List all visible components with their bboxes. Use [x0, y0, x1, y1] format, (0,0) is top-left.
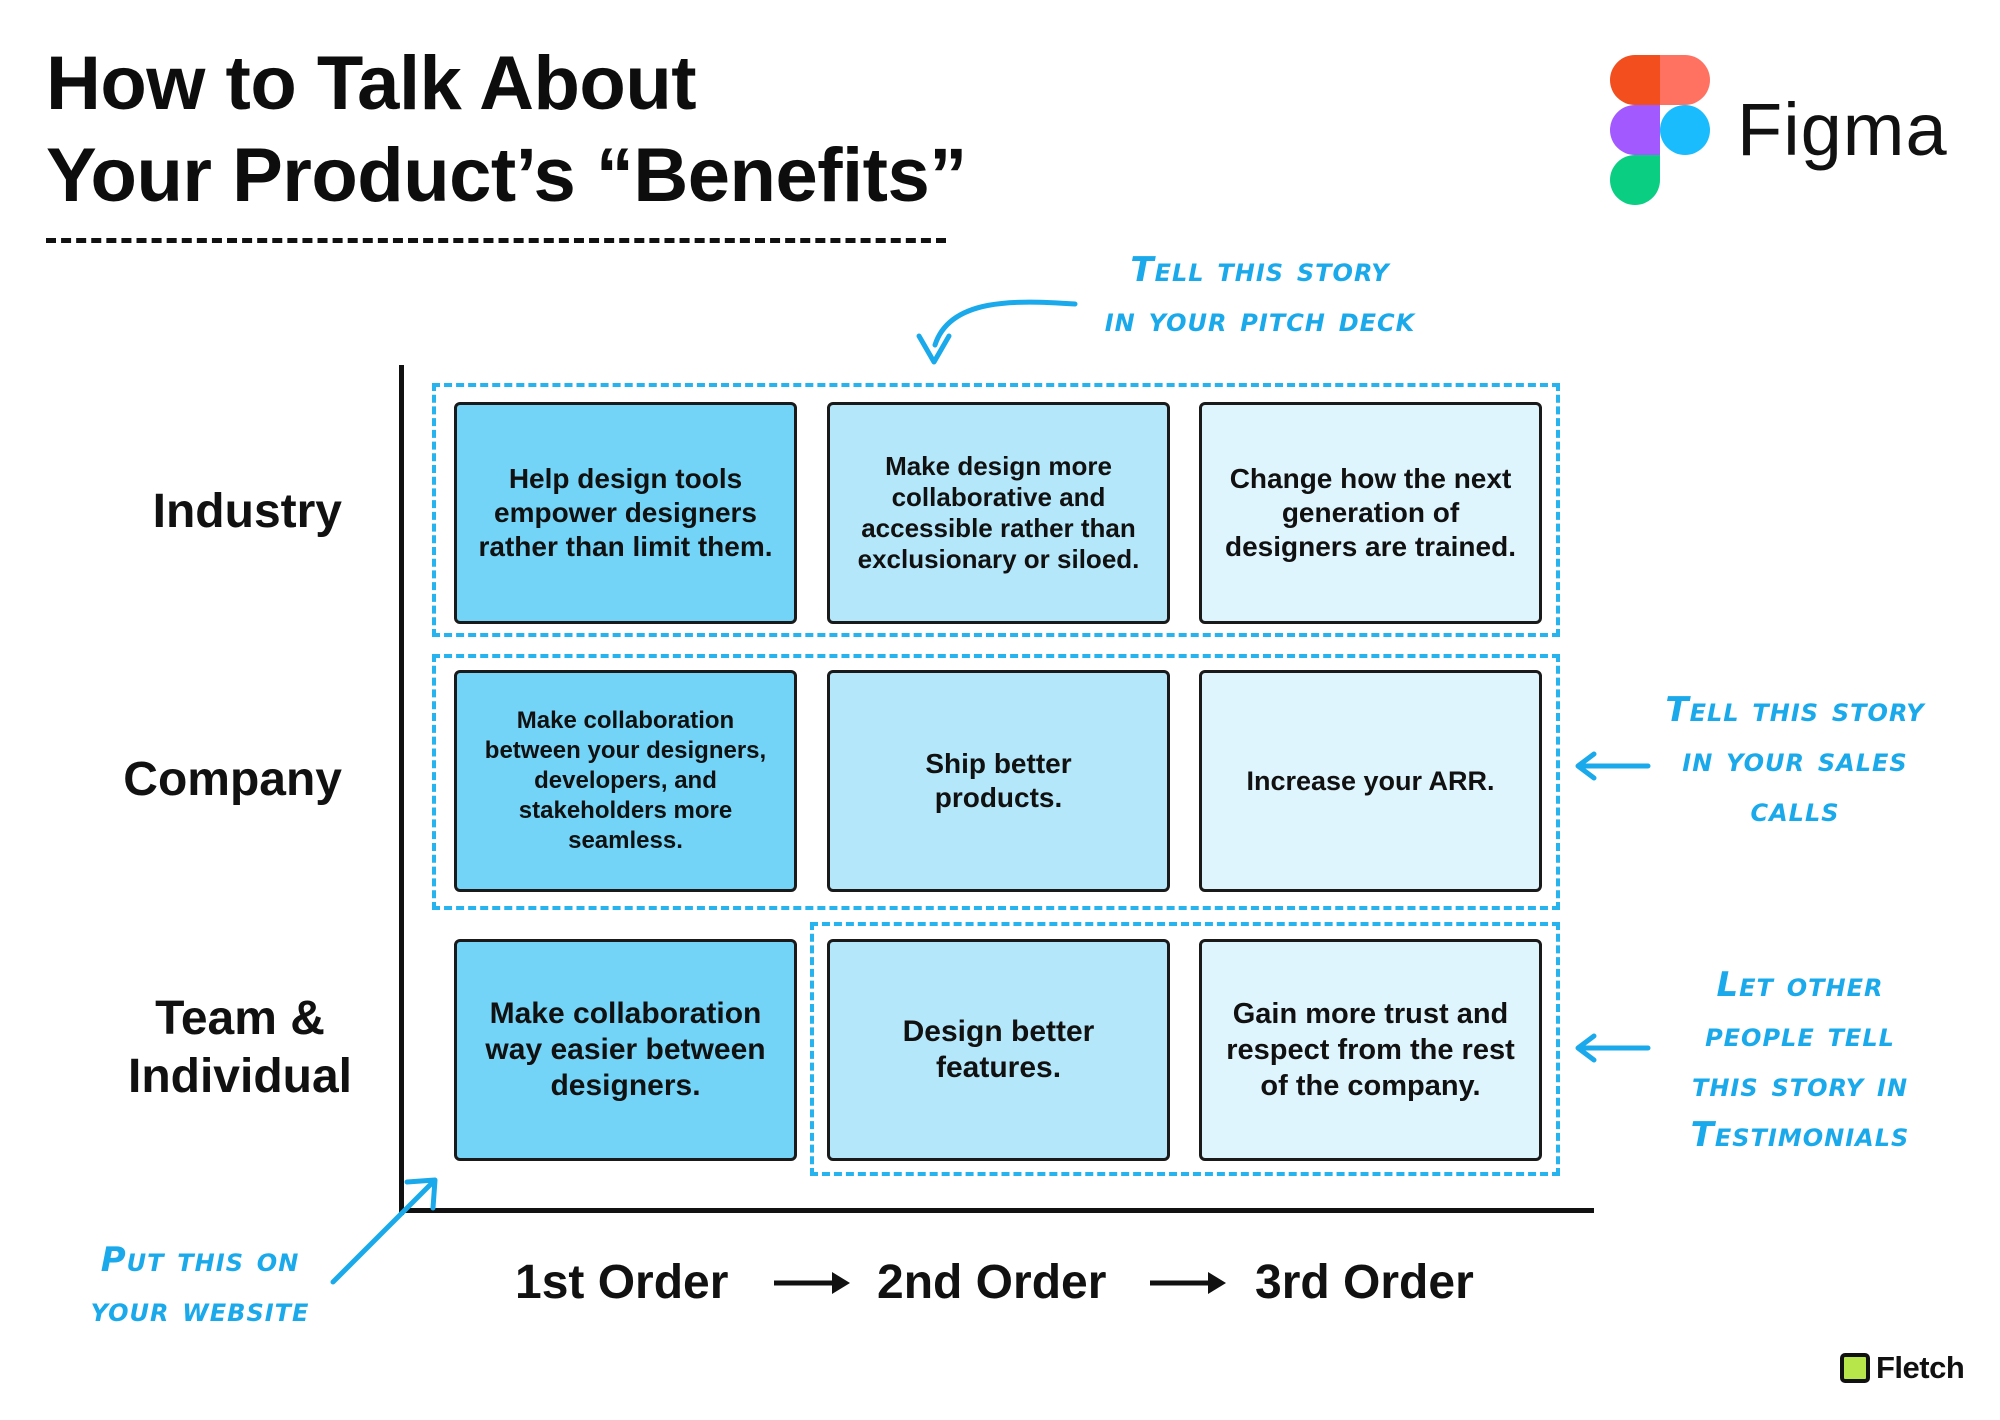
title-line-1: How to Talk About: [46, 41, 697, 126]
fletch-logo-icon: [1840, 1353, 1870, 1383]
group-industry-row: [432, 383, 1560, 637]
y-axis-line: [399, 365, 404, 1215]
note-sales-calls-line-3: calls: [1750, 790, 1840, 830]
cell-company-1st-order: Make collaboration between your designer…: [454, 670, 797, 892]
x-label-1st-order: 1st Order: [515, 1256, 729, 1309]
row-label-company: Company: [123, 753, 342, 806]
figma-logo: Figma: [1610, 55, 1947, 205]
note-testimonials: Let other people tell this story in Test…: [1640, 960, 1960, 1160]
group-team-higher-order: [810, 922, 1560, 1176]
row-label-industry: Industry: [152, 485, 342, 538]
website-arrow-icon: [330, 1177, 438, 1285]
x-label-3rd-order: 3rd Order: [1255, 1256, 1474, 1309]
note-pitch-deck: Tell this story in your pitch deck: [1080, 245, 1440, 345]
note-sales-calls-line-2: in your sales: [1682, 740, 1908, 780]
x-axis-line: [399, 1208, 1594, 1213]
x-arrow-2-icon: [1150, 1272, 1226, 1294]
group-company-row: [432, 654, 1560, 910]
x-label-2nd-order: 2nd Order: [877, 1256, 1107, 1309]
cell-industry-3rd-order: Change how the next generation of design…: [1199, 402, 1542, 624]
note-testimonials-line-2: people tell: [1705, 1015, 1895, 1055]
x-arrow-1-icon: [774, 1272, 850, 1294]
sales-calls-arrow-icon: [1575, 751, 1651, 781]
note-website-line-1: Put this on: [100, 1240, 300, 1280]
note-pitch-deck-line-1: Tell this story: [1130, 250, 1390, 290]
fletch-wordmark: Fletch: [1876, 1350, 1965, 1385]
row-label-team-line: Team &: [155, 992, 325, 1045]
figma-wordmark: Figma: [1737, 88, 1948, 171]
title-line-2: Your Product’s “Benefits”: [46, 133, 967, 218]
note-testimonials-line-3: this story in: [1691, 1065, 1909, 1105]
cell-team-3rd-order: Gain more trust and respect from the res…: [1199, 939, 1542, 1161]
cell-company-3rd-order: Increase your ARR.: [1199, 670, 1542, 892]
page-title: How to Talk About Your Product’s “Benefi…: [46, 38, 967, 222]
note-sales-calls-line-1: Tell this story: [1665, 690, 1925, 730]
cell-company-2nd-order: Ship better products.: [827, 670, 1170, 892]
note-website: Put this on your website: [55, 1235, 345, 1335]
figma-logo-icon: [1610, 55, 1710, 205]
cell-industry-1st-order: Help design tools empower designers rath…: [454, 402, 797, 624]
note-pitch-deck-line-2: in your pitch deck: [1104, 300, 1416, 340]
row-label-individual-line: Individual: [127, 1050, 352, 1103]
pitch-deck-arrow-icon: [916, 299, 1078, 365]
note-website-line-2: your website: [90, 1290, 310, 1330]
row-label-team-individual: Team & Individual: [100, 990, 380, 1106]
cell-team-2nd-order: Design better features.: [827, 939, 1170, 1161]
note-sales-calls: Tell this story in your sales calls: [1630, 685, 1960, 835]
testimonials-arrow-icon: [1575, 1033, 1651, 1063]
note-testimonials-line-1: Let other: [1716, 965, 1884, 1005]
cell-industry-2nd-order: Make design more collaborative and acces…: [827, 402, 1170, 624]
title-divider: [46, 238, 946, 243]
fletch-brand: Fletch: [1840, 1350, 1965, 1386]
cell-team-1st-order: Make collaboration way easier between de…: [454, 939, 797, 1161]
note-testimonials-line-4: Testimonials: [1690, 1115, 1910, 1155]
